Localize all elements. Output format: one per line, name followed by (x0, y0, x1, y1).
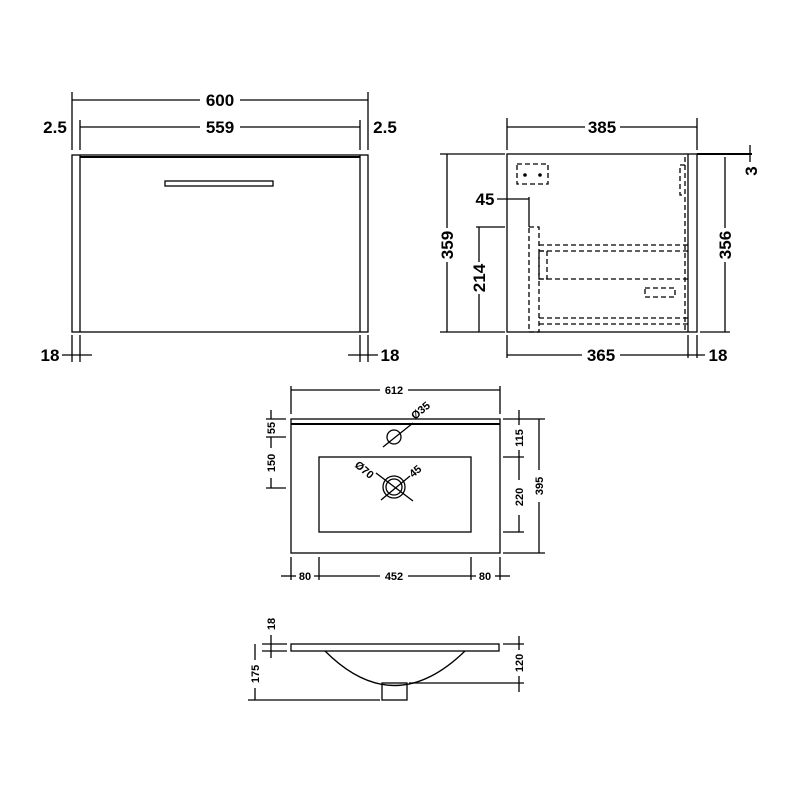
basin-outline (290, 418, 501, 554)
dim-body-height: 356 (716, 231, 735, 259)
dim-height: 359 (438, 231, 457, 259)
front-view: 600 559 2.5 2.5 18 18 (41, 91, 400, 365)
label-waste-dim: 45 (407, 463, 424, 480)
dim-bowl-width: 452 (385, 571, 403, 583)
dim-bowl-depth: 220 (514, 488, 526, 506)
dim-left-mid: 150 (266, 454, 278, 472)
dim-bowl-height: 120 (514, 654, 526, 672)
basin-section: 18 175 120 (248, 618, 526, 701)
bracket (516, 163, 549, 185)
waste-outer (382, 475, 406, 499)
dim-inner-width: 559 (206, 118, 234, 137)
dim-right-gap: 2.5 (373, 118, 397, 137)
cabinet-outline (71, 154, 369, 333)
dim-handle-offset: 45 (476, 190, 495, 209)
basin-plan: Ø35 Ø70 45 612 55 150 115 220 395 80 452… (266, 385, 546, 583)
side-view: 385 359 214 45 356 3 365 18 (438, 118, 761, 365)
dim-overall-width: 600 (206, 91, 234, 110)
bowl-outline (318, 456, 472, 533)
dim-total-height: 175 (250, 665, 262, 683)
dim-slab: 18 (266, 618, 278, 630)
dim-basin-width: 612 (385, 385, 403, 397)
dim-left-margin: 80 (299, 571, 311, 583)
cabinet-side-outline (506, 153, 698, 333)
dim-left-top: 55 (266, 422, 278, 434)
tap-hole (386, 429, 402, 445)
drawer-front (528, 226, 540, 333)
drawer-handle (164, 180, 274, 187)
dim-right-top: 115 (514, 429, 526, 447)
dim-handle-height: 214 (470, 263, 489, 292)
dim-body-depth: 365 (587, 346, 615, 365)
waste-outlet (381, 682, 408, 701)
dim-basin-depth: 395 (534, 477, 546, 495)
dim-left-gap: 2.5 (43, 118, 67, 137)
basin-slab (290, 643, 500, 652)
label-waste: Ø70 (352, 459, 376, 482)
dim-top-thickness: 3 (742, 166, 761, 175)
dim-back-panel: 18 (709, 346, 728, 365)
dim-depth: 385 (588, 118, 616, 137)
bowl-profile (324, 650, 466, 687)
dim-left-panel: 18 (41, 346, 60, 365)
dim-right-panel: 18 (381, 346, 400, 365)
dim-right-margin: 80 (479, 571, 491, 583)
